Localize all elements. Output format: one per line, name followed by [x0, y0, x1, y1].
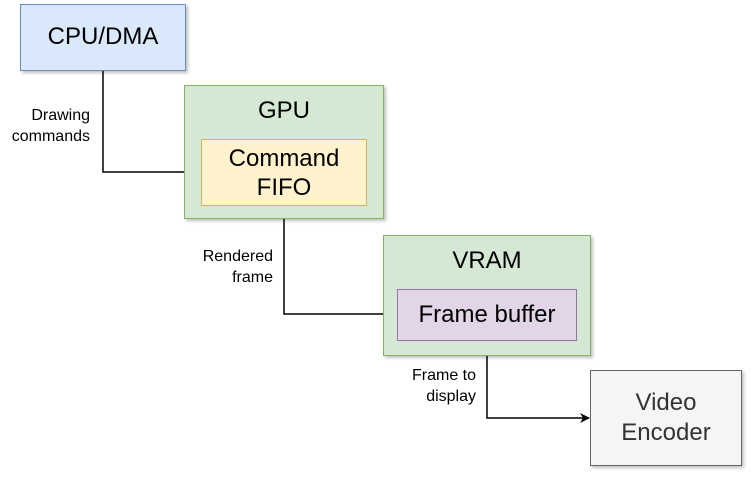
- vram-label: VRAM: [452, 247, 522, 274]
- frame-buffer-node: Frame buffer: [397, 289, 577, 341]
- drawing-commands-line1: Drawing: [31, 107, 90, 124]
- video-encoder-label-line2: Encoder: [621, 419, 711, 446]
- vram-node: VRAM Frame buffer: [383, 235, 591, 356]
- rendered-frame-line1: Rendered: [202, 248, 273, 265]
- drawing-commands-line2: commands: [11, 128, 90, 145]
- frame-to-display-arrow: [486, 340, 590, 423]
- drawing-commands-arrow: [102, 71, 201, 177]
- frame-buffer-label: Frame buffer: [418, 301, 556, 328]
- video-encoder-label-line1: Video: [635, 389, 697, 416]
- video-encoder-node: Video Encoder: [590, 370, 742, 466]
- cpu-dma-node: CPU/DMA: [20, 4, 186, 71]
- frame-to-display-line2: display: [426, 388, 476, 405]
- frame-to-display-label: Frame to display: [412, 365, 476, 407]
- command-fifo-label-line2: FIFO: [256, 173, 312, 201]
- rendered-frame-line2: frame: [232, 269, 273, 286]
- frame-to-display-line1: Frame to: [411, 367, 476, 384]
- cpu-dma-label: CPU/DMA: [47, 23, 159, 50]
- gpu-node: GPU Command FIFO: [184, 85, 384, 219]
- command-fifo-node: Command FIFO: [201, 139, 367, 206]
- command-fifo-label-line1: Command: [228, 144, 340, 172]
- rendered-frame-label: Rendered frame: [203, 246, 273, 288]
- drawing-commands-label: Drawing commands: [12, 105, 90, 147]
- rendered-frame-arrow: [283, 219, 397, 319]
- gpu-label: GPU: [257, 97, 310, 124]
